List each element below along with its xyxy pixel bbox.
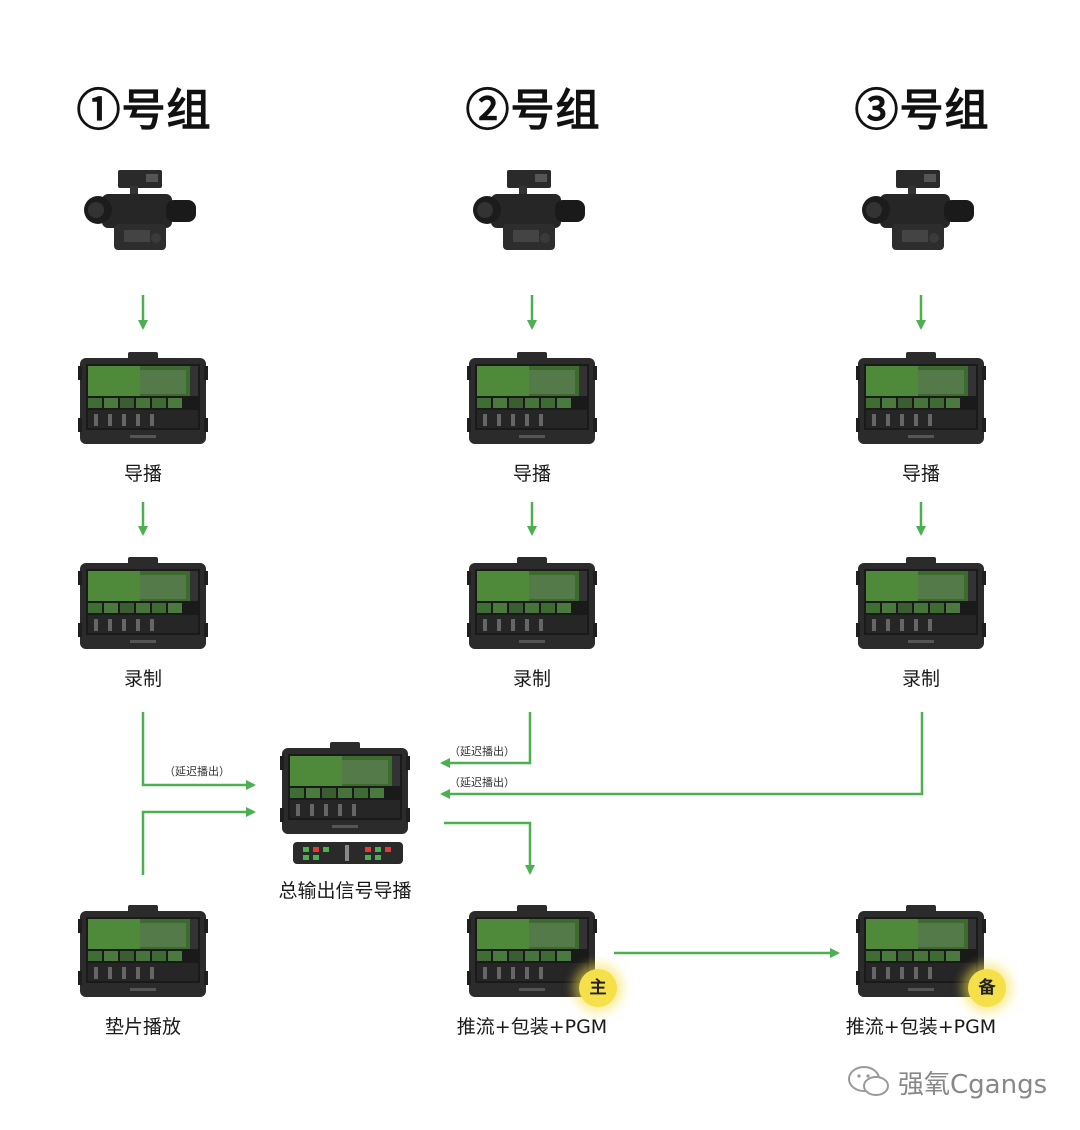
- arrow-filler-to-master: [141, 807, 256, 875]
- director-label-group-1: 导播: [123, 463, 162, 485]
- master-laptop-icon: [280, 742, 410, 838]
- filler-laptop-icon: [78, 905, 208, 1001]
- backup-badge: 备: [968, 969, 1006, 1007]
- record-laptop-icon-group-3: [856, 557, 986, 653]
- delay-label-group-3: （延迟播出）: [449, 776, 515, 789]
- arrow-record3-to-master: [440, 712, 924, 799]
- output-main-laptop-icon: [467, 905, 597, 1001]
- wechat-icon: [848, 1066, 889, 1096]
- record-label-group-3: 录制: [901, 668, 940, 690]
- group-2-title: ②号组: [465, 85, 601, 136]
- director-laptop-icon-group-1: [78, 352, 208, 448]
- group-3-title: ③号组: [854, 85, 990, 136]
- output-main-label: 推流+包装+PGM: [456, 1016, 608, 1038]
- arrow-record2-to-master: [440, 712, 532, 768]
- output-backup-label: 推流+包装+PGM: [845, 1016, 997, 1038]
- group-1-title: ①号组: [76, 85, 212, 136]
- control-panel-icon: [293, 842, 403, 864]
- director-label-group-2: 导播: [512, 463, 551, 485]
- watermark-text: 强氧Cgangs: [898, 1070, 1048, 1100]
- master-label: 总输出信号导播: [278, 880, 412, 902]
- arrow-master-to-output-main: [444, 821, 535, 875]
- director-laptop-icon-group-3: [856, 352, 986, 448]
- main-badge: 主: [579, 969, 617, 1007]
- director-laptop-icon-group-2: [467, 352, 597, 448]
- output-backup-laptop-icon: [856, 905, 986, 1001]
- director-label-group-3: 导播: [901, 463, 940, 485]
- record-label-group-1: 录制: [123, 668, 162, 690]
- record-laptop-icon-group-1: [78, 557, 208, 653]
- delay-label-group-2: （延迟播出）: [449, 745, 515, 758]
- arrow-record1-to-master: [141, 712, 256, 790]
- record-laptop-icon-group-2: [467, 557, 597, 653]
- delay-label-group-1: （延迟播出）: [164, 765, 230, 778]
- record-label-group-2: 录制: [512, 668, 551, 690]
- filler-label: 垫片播放: [104, 1016, 181, 1038]
